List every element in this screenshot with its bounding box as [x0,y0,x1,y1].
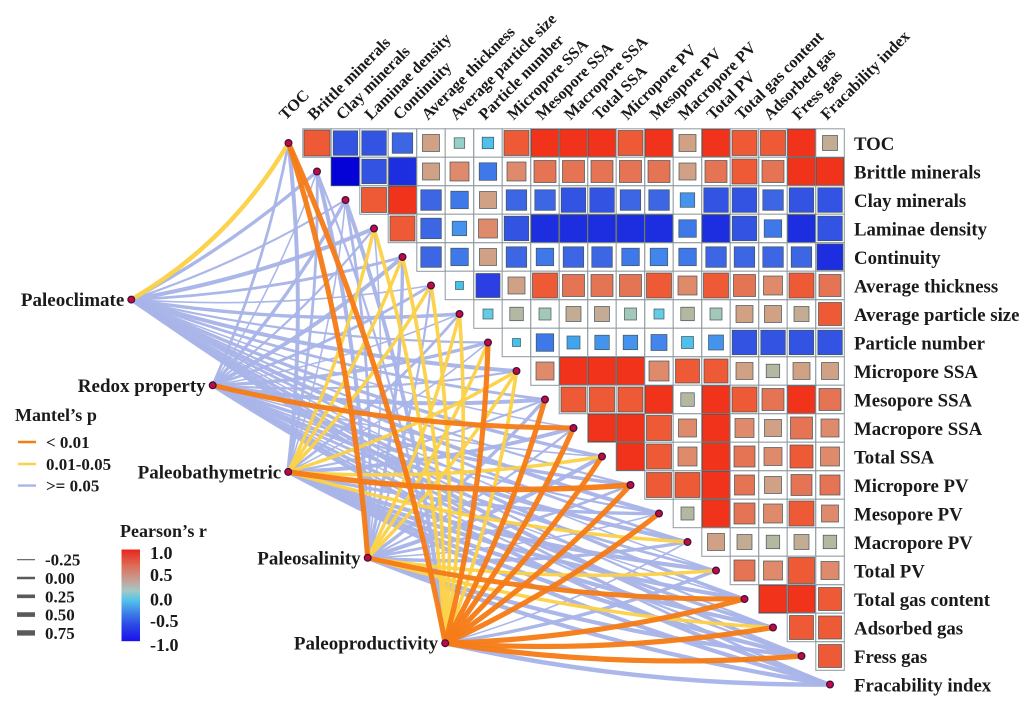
svg-text:< 0.01: < 0.01 [46,433,90,452]
svg-text:Total SSA: Total SSA [854,448,935,469]
svg-text:Paleobathymetric: Paleobathymetric [138,462,282,483]
svg-text:0.50: 0.50 [45,606,75,625]
svg-text:Total PV: Total PV [854,562,925,583]
svg-text:Continuity: Continuity [854,248,941,269]
svg-text:Micropore PV: Micropore PV [854,476,969,497]
svg-text:Macropore PV: Macropore PV [854,533,973,554]
svg-text:Micropore SSA: Micropore SSA [854,362,978,383]
svg-text:Fress gas: Fress gas [854,647,927,668]
svg-text:Laminae density: Laminae density [854,220,988,241]
svg-text:Redox property: Redox property [78,376,206,397]
svg-text:Pearson’s r: Pearson’s r [120,521,207,541]
svg-text:0.0: 0.0 [150,590,173,610]
svg-text:Brittle minerals: Brittle minerals [854,163,981,184]
svg-text:1.0: 1.0 [150,543,173,563]
svg-text:Mesopore SSA: Mesopore SSA [854,391,973,412]
svg-text:0.75: 0.75 [45,624,75,643]
svg-text:0.00: 0.00 [45,569,75,588]
svg-text:Average particle size: Average particle size [854,305,1019,326]
svg-text:Paleoproductivity: Paleoproductivity [294,634,439,655]
svg-text:-1.0: -1.0 [150,635,179,655]
svg-text:-0.25: -0.25 [45,551,80,570]
svg-text:Macropore SSA: Macropore SSA [854,419,983,440]
svg-text:Average thickness: Average thickness [854,277,998,298]
svg-text:Clay minerals: Clay minerals [854,191,966,212]
svg-text:Mantel’s p: Mantel’s p [15,405,97,425]
svg-text:0.5: 0.5 [150,565,173,585]
svg-text:Paleoclimate: Paleoclimate [21,290,124,311]
svg-text:Particle number: Particle number [854,334,985,355]
svg-text:0.25: 0.25 [45,587,75,606]
svg-text:Fracability index: Fracability index [854,676,992,697]
svg-text:Paleosalinity: Paleosalinity [257,548,361,569]
svg-text:0.01-0.05: 0.01-0.05 [46,455,111,474]
svg-text:Total gas content: Total gas content [854,590,991,611]
svg-text:Mesopore PV: Mesopore PV [854,505,963,526]
svg-text:>= 0.05: >= 0.05 [46,477,99,496]
svg-text:Adsorbed gas: Adsorbed gas [854,619,963,640]
svg-text:-0.5: -0.5 [150,611,179,631]
svg-text:TOC: TOC [854,134,894,155]
